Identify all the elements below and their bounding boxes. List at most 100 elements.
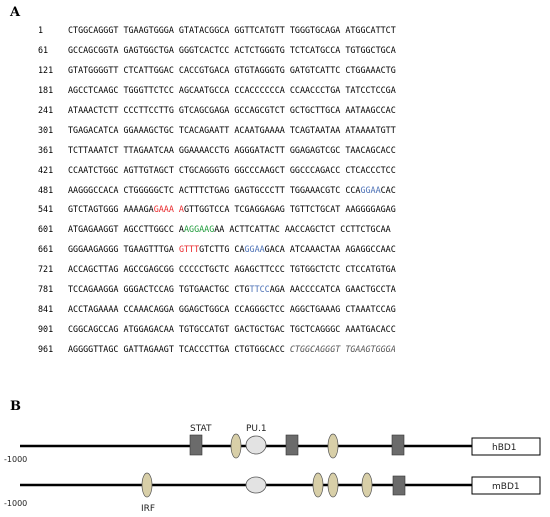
sequence-text: GCCAGCGGTA GAGTGGCTGA GGGTCACTCC ACTCTGG… xyxy=(68,41,396,61)
sequence-segment: CTGGCAGGGT TGAAGTGGGA xyxy=(289,344,396,354)
sequence-segment: ATAAACTCTT CCCTTCCTTG GTCAGCGAGA GCCAGCG… xyxy=(68,104,396,115)
sequence-position: 541 xyxy=(38,204,54,215)
sequence-row: 361 TCTTAAATCT TTAGAATCAA GGAAAACCTG AGGG… xyxy=(38,141,538,161)
sequence-position: 181 xyxy=(38,84,54,95)
irf-label: IRF xyxy=(141,504,155,514)
sequence-segment: GTCTAGTGGG AAAAGA xyxy=(68,204,154,215)
sequence-position: 721 xyxy=(38,264,54,275)
highlighted-motif: AGGAAG xyxy=(183,224,215,235)
mouse-gene-box xyxy=(471,476,541,495)
sequence-text: TCCAGAAGGA GGGACTCCAG TGTGAACTGC CTGTTCC… xyxy=(68,280,396,300)
sequence-segment: ACCAGCTTAG AGCCGAGCGG CCCCCTGCTC AGAGCTT… xyxy=(68,264,396,275)
sequence-row: 901 CGGCAGCCAG ATGGAGACAA TGTGCCATGT GACT… xyxy=(38,320,538,340)
human-gene-box xyxy=(471,437,541,456)
sequence-segment: TCCAGAAGGA GGGACTCCAG TGTGAACTGC CTG xyxy=(68,284,250,295)
sequence-text: AGCCTCAAGC TGGGTTCTCC AGCAATGCCA CCACCCC… xyxy=(68,81,396,101)
sequence-row: 301 TGAGACATCA GGAAAGCTGC TCACAGAATT ACAA… xyxy=(38,121,538,141)
sequence-segment: AGA AACCCCATCA GAACTGCCTA xyxy=(269,284,396,295)
sequence-text: TCTTAAATCT TTAGAATCAA GGAAAACCTG AGGGATA… xyxy=(68,141,396,161)
sequence-text: CGGCAGCCAG ATGGAGACAA TGTGCCATGT GACTGCT… xyxy=(68,320,396,340)
highlighted-motif: GTTT xyxy=(178,244,200,255)
sequence-position: 601 xyxy=(38,224,54,235)
sequence-segment: ATGAGAAGGT AGCCTTGGCC A xyxy=(68,224,184,235)
human-gene-label: hBD1 xyxy=(492,443,517,453)
mouse-square-site xyxy=(392,475,406,496)
sequence-text: ACCAGCTTAG AGCCGAGCGG CCCCCTGCTC AGAGCTT… xyxy=(68,260,396,280)
sequence-row: 541 GTCTAGTGGG AAAAGAGAAA AGTTGGTCCA TCGA… xyxy=(38,200,538,220)
highlighted-motif: GAAA A xyxy=(153,204,184,215)
highlighted-motif: GGAA xyxy=(244,244,265,255)
sequence-position: 901 xyxy=(38,324,54,335)
sequence-row: 841 ACCTAGAAAA CCAAACAGGA GGAGCTGGCA CCAG… xyxy=(38,300,538,320)
sequence-text: CCAATCTGGC AGTTGTAGCT CTGCAGGGTG GGCCCAA… xyxy=(68,161,396,181)
human-irf-site-1 xyxy=(230,433,242,459)
sequence-position: 781 xyxy=(38,284,54,295)
sequence-row: 481 AAGGGCCACA CTGGGGGCTC ACTTTCTGAG GAGT… xyxy=(38,181,538,201)
sequence-segment: GTTGGTCCA TCGAGGAGAG TGTTCTGCAT AAGGGGAG… xyxy=(183,204,396,215)
highlighted-motif: GGAA xyxy=(360,184,381,195)
sequence-text: AAGGGCCACA CTGGGGGCTC ACTTTCTGAG GAGTGCC… xyxy=(68,181,396,201)
sequence-segment: GGGAAGAGGG TGAAGTTTGA xyxy=(68,244,179,255)
panel-b-label: B xyxy=(10,399,21,414)
sequence-position: 121 xyxy=(38,64,54,75)
highlighted-motif: TTCC xyxy=(249,284,270,295)
sequence-segment: AA ACTTCATTAC AACCAGCTCT CCTTCTGCAA xyxy=(214,224,391,235)
sequence-segment: AAGGGCCACA CTGGGGGCTC ACTTTCTGAG GAGTGCC… xyxy=(68,184,361,195)
sequence-row: 601 ATGAGAAGGT AGCCTTGGCC AAGGAAGAA ACTTC… xyxy=(38,220,538,240)
sequence-row: 421 CCAATCTGGC AGTTGTAGCT CTGCAGGGTG GGCC… xyxy=(38,161,538,181)
sequence-segment: ACCTAGAAAA CCAAACAGGA GGAGCTGGCA CCAGGGC… xyxy=(68,304,396,315)
human-start-label: -1000 xyxy=(4,455,27,464)
sequence-text: TGAGACATCA GGAAAGCTGC TCACAGAATT ACAATGA… xyxy=(68,121,396,141)
sequence-row: 1 CTGGCAGGGT TGAAGTGGGA GTATACGGCA GGTTCA… xyxy=(38,21,538,41)
sequence-segment: GCCAGCGGTA GAGTGGCTGA GGGTCACTCC ACTCTGG… xyxy=(68,44,396,55)
sequence-segment: GTCTTG CA xyxy=(199,244,245,255)
sequence-row: 241 ATAAACTCTT CCCTTCCTTG GTCAGCGAGA GCCA… xyxy=(38,101,538,121)
sequence-segment: TGAGACATCA GGAAAGCTGC TCACAGAATT ACAATGA… xyxy=(68,124,396,135)
mouse-irf-site-2 xyxy=(312,472,324,498)
sequence-text: ATAAACTCTT CCCTTCCTTG GTCAGCGAGA GCCAGCG… xyxy=(68,101,396,121)
mouse-irf-site-4 xyxy=(361,472,373,498)
sequence-position: 61 xyxy=(38,44,49,55)
human-pu1-site xyxy=(245,435,267,455)
sequence-row: 61 GCCAGCGGTA GAGTGGCTGA GGGTCACTCC ACTCT… xyxy=(38,41,538,61)
sequence-listing: 1 CTGGCAGGGT TGAAGTGGGA GTATACGGCA GGTTCA… xyxy=(38,21,538,360)
sequence-segment: TCTTAAATCT TTAGAATCAA GGAAAACCTG AGGGATA… xyxy=(68,144,396,155)
sequence-segment: CGGCAGCCAG ATGGAGACAA TGTGCCATGT GACTGCT… xyxy=(68,324,396,335)
human-irf-site-2 xyxy=(327,433,339,459)
mouse-irf-site-3 xyxy=(327,472,339,498)
sequence-row: 181 AGCCTCAAGC TGGGTTCTCC AGCAATGCCA CCAC… xyxy=(38,81,538,101)
sequence-position: 361 xyxy=(38,144,54,155)
sequence-row: 781 TCCAGAAGGA GGGACTCCAG TGTGAACTGC CTGT… xyxy=(38,280,538,300)
sequence-position: 1 xyxy=(38,25,44,35)
sequence-segment: CCAATCTGGC AGTTGTAGCT CTGCAGGGTG GGCCCAA… xyxy=(68,164,396,175)
sequence-segment: GTATGGGGTT CTCATTGGAC CACCGTGACA GTGTAGG… xyxy=(68,64,396,75)
sequence-position: 961 xyxy=(38,344,54,354)
sequence-position: 841 xyxy=(38,304,54,315)
sequence-position: 481 xyxy=(38,184,54,195)
mouse-irf-site-1 xyxy=(141,472,153,498)
stat-label: STAT xyxy=(190,424,212,434)
sequence-segment: GACA ATCAAACTAA AGAGGCCAAC xyxy=(264,244,396,255)
sequence-text: GGGAAGAGGG TGAAGTTTGA GTTTGTCTTG CAGGAAG… xyxy=(68,240,396,260)
sequence-text: GTCTAGTGGG AAAAGAGAAA AGTTGGTCCA TCGAGGA… xyxy=(68,200,396,220)
panel-a-label: A xyxy=(10,5,21,20)
sequence-position: 241 xyxy=(38,104,54,115)
mouse-pu1-site xyxy=(245,476,267,494)
mouse-start-label: -1000 xyxy=(4,499,27,508)
sequence-position: 301 xyxy=(38,124,54,135)
pu1-label: PU.1 xyxy=(246,424,267,434)
mouse-gene-label: mBD1 xyxy=(492,482,520,492)
sequence-row: 661 GGGAAGAGGG TGAAGTTTGA GTTTGTCTTG CAGG… xyxy=(38,240,538,260)
sequence-text: CTGGCAGGGT TGAAGTGGGA GTATACGGCA GGTTCAT… xyxy=(68,21,396,41)
sequence-row: 121 GTATGGGGTT CTCATTGGAC CACCGTGACA GTGT… xyxy=(38,61,538,81)
sequence-text: ATGAGAAGGT AGCCTTGGCC AAGGAAGAA ACTTCATT… xyxy=(68,220,391,240)
sequence-segment: CTGGCAGGGT TGAAGTGGGA GTATACGGCA GGTTCAT… xyxy=(68,25,396,35)
human-stat-site xyxy=(189,434,203,456)
sequence-segment: CAC xyxy=(380,184,396,195)
sequence-position: 661 xyxy=(38,244,54,255)
sequence-text: ACCTAGAAAA CCAAACAGGA GGAGCTGGCA CCAGGGC… xyxy=(68,300,396,320)
sequence-position: 421 xyxy=(38,164,54,175)
promoter-diagram: hBD1 STAT PU.1 -1000 mBD1 IRF -1000 xyxy=(4,424,541,514)
sequence-segment: AGCCTCAAGC TGGGTTCTCC AGCAATGCCA CCACCCC… xyxy=(68,84,396,95)
